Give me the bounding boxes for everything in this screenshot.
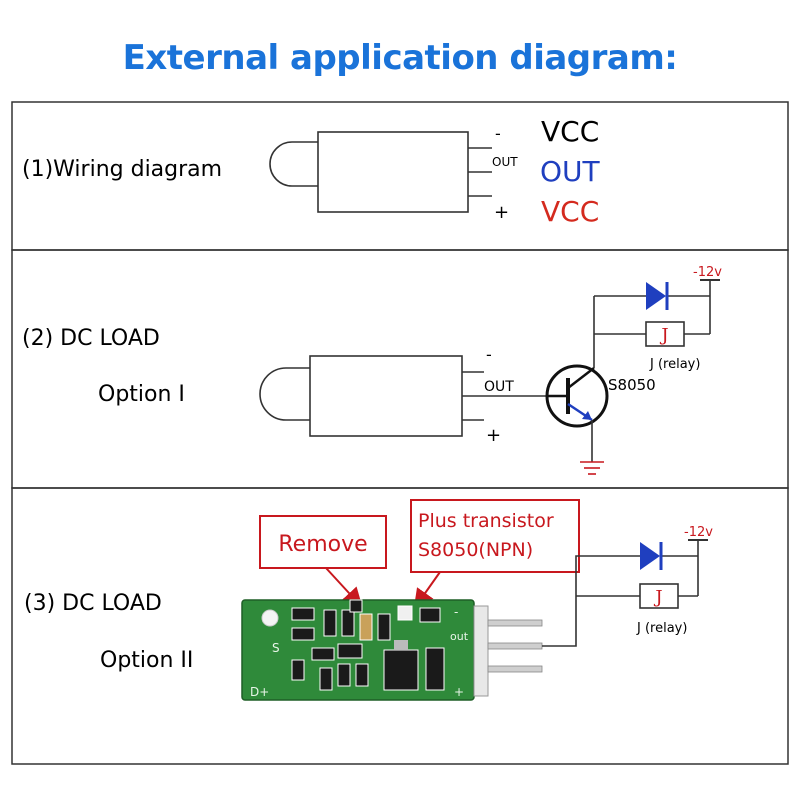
pin-plus-label: + [494, 202, 509, 223]
panel-1-label: (1)Wiring diagram [22, 157, 222, 182]
relay-coil-box-2 [645, 321, 685, 347]
relay-coil-box-3 [639, 583, 679, 609]
npn-transistor-symbol [545, 364, 609, 428]
relay-label-2: J (relay) [649, 357, 700, 372]
relay-coil-symbol-2: J [659, 325, 668, 346]
remove-callout-box [259, 515, 387, 569]
panel-3-label: (3) DC LOAD [24, 591, 162, 616]
relay-coil-symbol-3: J [653, 587, 662, 608]
remove-arrow [325, 567, 363, 608]
pcb-dplus-label: D+ [250, 685, 269, 699]
transistor-callout-line1: Plus transistor [418, 510, 554, 532]
diode-symbol-2 [646, 282, 669, 310]
supply-label-3: -12v [684, 525, 713, 540]
pin-out-label-2: OUT [484, 379, 514, 395]
pin-plus-label-2: + [486, 425, 501, 446]
relay-label-3: J (relay) [636, 621, 687, 636]
pcb-minus-label: - [454, 605, 458, 619]
transistor-label: S8050 [608, 376, 656, 394]
panel-3-frame [11, 487, 789, 765]
diode-symbol-3 [640, 542, 663, 570]
sensor-body-2 [259, 355, 548, 437]
pcb-out-label: out [450, 630, 469, 643]
relay-network-3 [542, 539, 708, 647]
pcb-module [241, 599, 543, 701]
panel-2-label: (2) DC LOAD [22, 326, 160, 351]
pin-minus-label-2: - [486, 345, 492, 364]
ground-symbol [580, 420, 604, 475]
pcb-plus-label: + [454, 685, 464, 699]
remove-callout-text: Remove [278, 532, 367, 557]
transistor-callout-box [410, 499, 580, 573]
panel-3-option: Option II [100, 648, 193, 673]
vcc-bottom-label: VCC [541, 195, 599, 228]
out-signal-label: OUT [540, 155, 601, 188]
panel-2-option: Option I [98, 382, 185, 407]
pin-out-label: OUT [492, 155, 518, 169]
relay-network-2 [593, 279, 720, 368]
pin-minus-label: - [495, 124, 501, 143]
pcb-s-label: S [272, 641, 280, 655]
transistor-callout-line2: S8050(NPN) [418, 539, 533, 561]
sensor-body-1 [269, 131, 492, 213]
page-title: External application diagram: [122, 38, 678, 78]
vcc-top-label: VCC [541, 115, 599, 148]
supply-label-2: -12v [693, 265, 722, 280]
